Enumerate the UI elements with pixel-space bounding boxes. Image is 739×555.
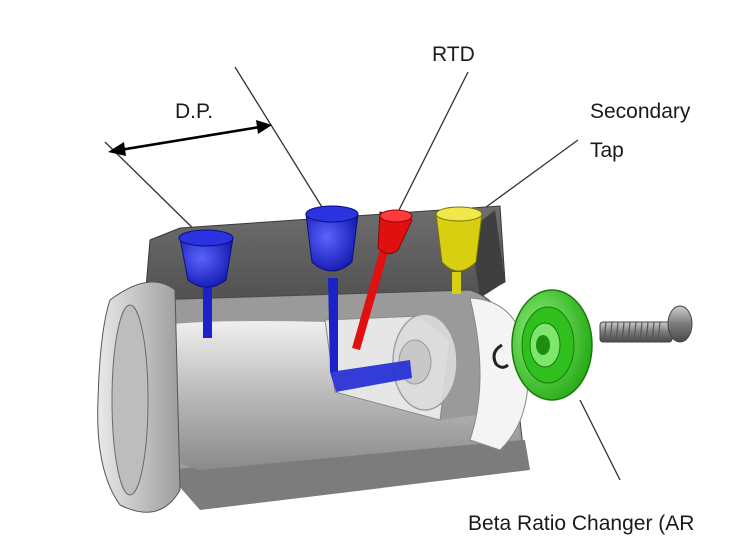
- rtd-leader: [389, 71, 469, 229]
- meter-body: [97, 205, 530, 513]
- snap-ring: [492, 343, 509, 369]
- beta-ratio-changer-ring: [511, 289, 593, 401]
- dp-dimension-arrow: [108, 120, 272, 156]
- rtd-label: RTD: [432, 43, 475, 66]
- beta-leader: [579, 399, 621, 481]
- rtd-probe: [352, 209, 413, 350]
- bolt: [599, 305, 693, 343]
- secondary-tap-label-line2: Tap: [590, 139, 624, 162]
- secondary-tap: [435, 206, 483, 294]
- secondary-tap-label-line1: Secondary: [590, 100, 691, 123]
- dp-label: D.P.: [175, 100, 214, 123]
- dp-tap-downstream: [305, 205, 412, 392]
- inner-bore: [135, 321, 520, 470]
- beta-ratio-changer-label: Beta Ratio Changer (AR: [468, 512, 695, 535]
- dp-tap-upstream: [178, 229, 234, 338]
- dp-leader-right: [234, 66, 331, 221]
